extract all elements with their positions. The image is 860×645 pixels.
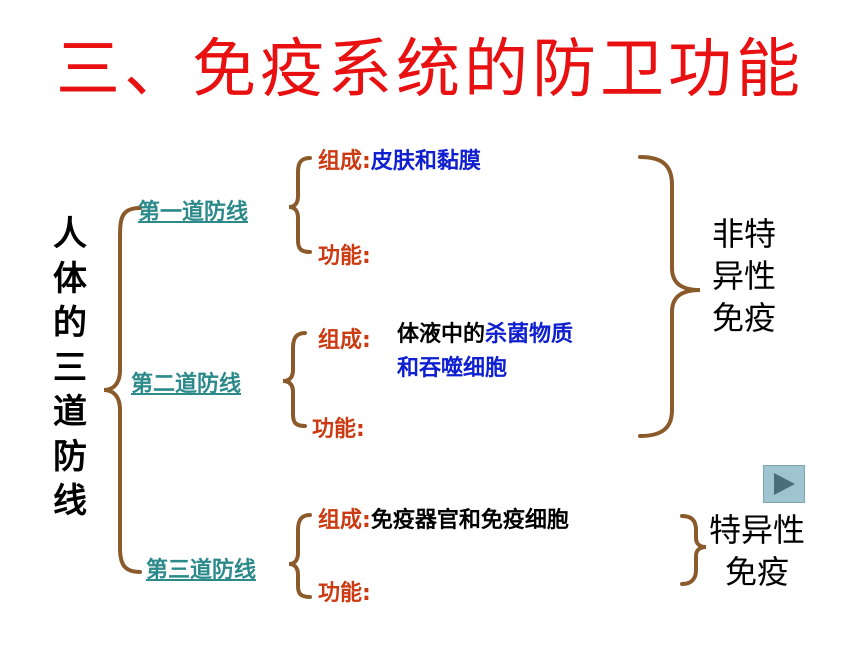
composition-text-highlight: 杀菌物质 xyxy=(485,322,574,347)
line-3-link[interactable]: 第三道防线 xyxy=(146,558,257,583)
line-3-function-label: 功能: xyxy=(318,581,371,606)
line-2-function-label: 功能: xyxy=(312,417,365,442)
line-3-composition: 组成:免疫器官和免疫细胞 xyxy=(318,502,569,534)
composition-label: 组成: xyxy=(318,508,371,533)
play-icon xyxy=(774,473,795,495)
nonspecific-brace xyxy=(638,155,701,438)
line-2-link[interactable]: 第二道防线 xyxy=(131,372,242,397)
nonspecific-immunity-label: 非特 异性 免疫 xyxy=(712,213,776,339)
next-slide-button[interactable] xyxy=(763,465,805,503)
side-char: 的 xyxy=(53,303,87,343)
composition-text: 免疫器官和免疫细胞 xyxy=(370,508,569,533)
nonspecific-line: 免疫 xyxy=(712,299,777,337)
line-2-composition-line2: 和吞噬细胞 xyxy=(397,356,508,381)
composition-text: 皮肤和黏膜 xyxy=(370,149,481,174)
line-1-link[interactable]: 第一道防线 xyxy=(138,200,249,225)
composition-text-plain: 体液中的 xyxy=(397,322,486,347)
specific-immunity-label: 特异性 免疫 xyxy=(709,509,805,593)
brace-line-3 xyxy=(288,513,312,599)
specific-brace xyxy=(680,514,707,586)
brace-line-1 xyxy=(288,156,312,254)
side-char: 体 xyxy=(53,258,87,299)
side-char: 线 xyxy=(53,481,87,521)
brace-line-2 xyxy=(282,331,307,428)
specific-line: 免疫 xyxy=(725,553,790,591)
side-char: 防 xyxy=(53,436,87,477)
line-2-composition: 体液中的杀菌物质 xyxy=(397,316,573,348)
line-1-function-label: 功能: xyxy=(318,244,371,269)
nonspecific-line: 非特 xyxy=(712,215,777,253)
specific-line: 特异性 xyxy=(709,511,806,549)
side-char: 三 xyxy=(53,347,87,388)
side-char: 人 xyxy=(53,214,87,254)
main-brace xyxy=(103,206,142,574)
side-label: 人 体 的 三 道 防 线 xyxy=(50,212,90,524)
nonspecific-line: 异性 xyxy=(712,257,777,295)
page-title: 三、免疫系统的防卫功能 xyxy=(56,33,804,107)
composition-label: 组成: xyxy=(318,149,371,174)
line-1-composition: 组成:皮肤和黏膜 xyxy=(318,143,481,175)
line-2-composition-label: 组成: xyxy=(318,328,371,353)
side-char: 道 xyxy=(53,392,87,432)
